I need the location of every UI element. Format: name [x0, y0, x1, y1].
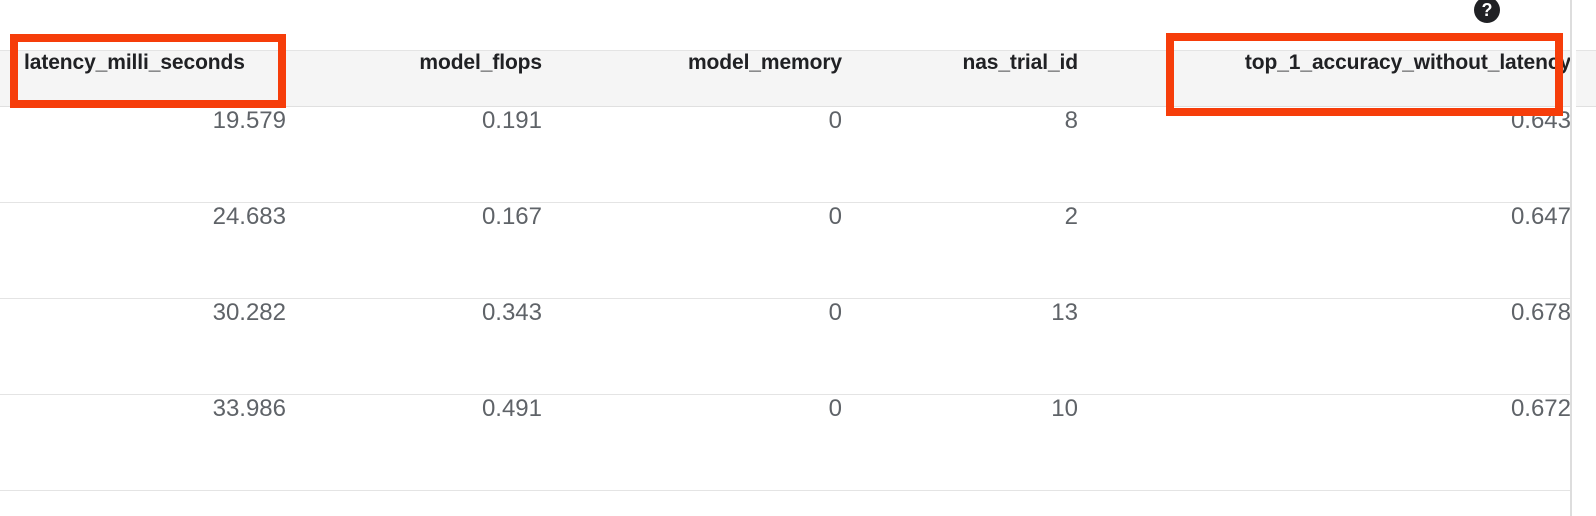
- table-body: 19.579 0.191 0 8 0.643 24.683 0.167 0 2 …: [0, 106, 1571, 491]
- table-row[interactable]: 24.683 0.167 0 2 0.647: [0, 202, 1571, 299]
- column-header-top-1-accuracy-without-latency[interactable]: top_1_accuracy_without_latency: [1078, 50, 1571, 107]
- table-header-row: latency_milli_seconds model_flops model_…: [0, 50, 1571, 107]
- cell-latency-milli-seconds: 33.986: [0, 394, 286, 491]
- column-header-model-flops[interactable]: model_flops: [286, 50, 542, 107]
- cell-model-flops: 0.491: [286, 394, 542, 491]
- data-table: latency_milli_seconds model_flops model_…: [0, 50, 1571, 491]
- column-header-model-memory[interactable]: model_memory: [542, 50, 842, 107]
- cell-top-1-accuracy-without-latency: 0.647: [1078, 202, 1571, 299]
- table-row[interactable]: 19.579 0.191 0 8 0.643: [0, 106, 1571, 203]
- cell-latency-milli-seconds: 19.579: [0, 106, 286, 203]
- cell-latency-milli-seconds: 24.683: [0, 202, 286, 299]
- cell-nas-trial-id: 13: [842, 298, 1078, 395]
- help-icon[interactable]: ?: [1474, 0, 1500, 23]
- data-table-container: latency_milli_seconds model_flops model_…: [0, 50, 1571, 516]
- cell-nas-trial-id: 10: [842, 394, 1078, 491]
- cell-model-memory: 0: [542, 394, 842, 491]
- table-row[interactable]: 33.986 0.491 0 10 0.672: [0, 394, 1571, 491]
- column-header-latency-milli-seconds[interactable]: latency_milli_seconds: [0, 50, 286, 107]
- cell-model-flops: 0.343: [286, 298, 542, 395]
- frozen-pane-divider[interactable]: [1570, 0, 1572, 516]
- cell-top-1-accuracy-without-latency: 0.678: [1078, 298, 1571, 395]
- cell-top-1-accuracy-without-latency: 0.672: [1078, 394, 1571, 491]
- cell-model-flops: 0.191: [286, 106, 542, 203]
- cell-model-memory: 0: [542, 106, 842, 203]
- cell-model-memory: 0: [542, 298, 842, 395]
- cell-model-memory: 0: [542, 202, 842, 299]
- next-column-header-stub[interactable]: [1576, 50, 1596, 107]
- column-header-nas-trial-id[interactable]: nas_trial_id: [842, 50, 1078, 107]
- cell-top-1-accuracy-without-latency: 0.643: [1078, 106, 1571, 203]
- cell-nas-trial-id: 2: [842, 202, 1078, 299]
- table-row[interactable]: 30.282 0.343 0 13 0.678: [0, 298, 1571, 395]
- cell-model-flops: 0.167: [286, 202, 542, 299]
- cell-nas-trial-id: 8: [842, 106, 1078, 203]
- cell-latency-milli-seconds: 30.282: [0, 298, 286, 395]
- table-header: latency_milli_seconds model_flops model_…: [0, 50, 1571, 107]
